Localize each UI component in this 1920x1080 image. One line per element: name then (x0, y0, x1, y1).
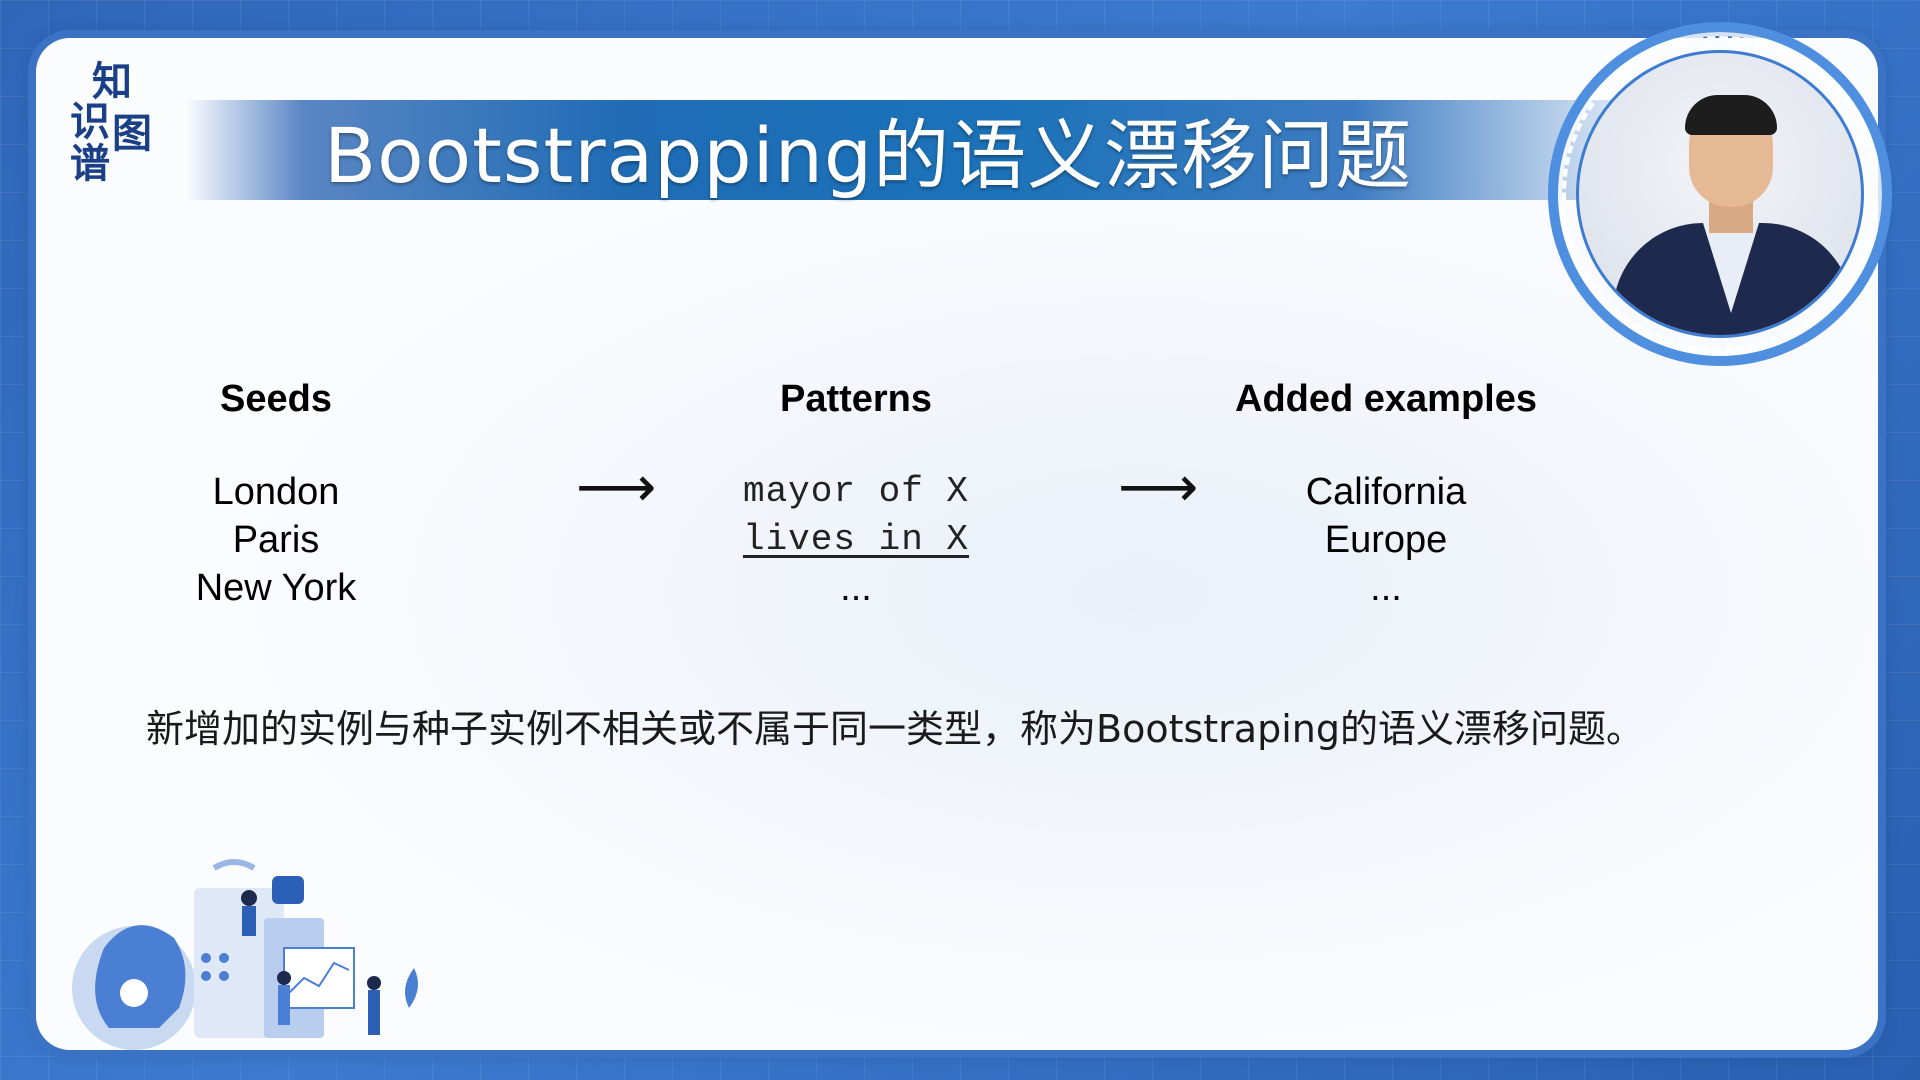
caption-text: 新增加的实例与种子实例不相关或不属于同一类型，称为Bootstraping的语义… (146, 707, 1644, 751)
logo-char: 识 (70, 99, 110, 145)
seeds-heading: Seeds (220, 378, 332, 420)
added-item: California (1305, 471, 1467, 513)
pattern-item: ... (840, 567, 872, 609)
patterns-column: Patterns mayor of X lives in X ... (656, 374, 1056, 612)
pattern-item: mayor of X (742, 471, 970, 512)
seeds-column: Seeds London Paris New York (146, 374, 406, 612)
pattern-item: lives in X (656, 516, 1056, 564)
added-examples-column: Added examples California Europe ... (1216, 374, 1556, 612)
added-examples-heading: Added examples (1235, 378, 1537, 420)
presenter-video (1548, 22, 1892, 366)
arrow-icon: ⟶ (576, 455, 657, 520)
added-item: Europe (1324, 519, 1448, 561)
presenter-avatar (1576, 50, 1864, 338)
logo: 知 识 图 谱 (56, 52, 206, 187)
patterns-heading: Patterns (779, 378, 933, 420)
presenter-ring (1548, 22, 1892, 366)
added-item: ... (1370, 567, 1402, 609)
seed-item: Paris (232, 519, 320, 561)
arrow-icon: ⟶ (1118, 455, 1199, 520)
presenter-ring-dash (1562, 36, 1878, 352)
logo-char: 谱 (70, 141, 110, 187)
ai-illustration-icon (72, 859, 418, 1050)
logo-char: 图 (112, 111, 152, 157)
presenter-hair (1685, 95, 1777, 135)
seed-item: New York (195, 567, 357, 609)
seed-item: London (212, 471, 340, 513)
logo-char: 知 (92, 59, 132, 105)
title-banner (186, 100, 1646, 200)
slide-title: Bootstrapping的语义漂移问题 (324, 111, 1413, 200)
pattern-item-text: lives in X (742, 519, 970, 560)
